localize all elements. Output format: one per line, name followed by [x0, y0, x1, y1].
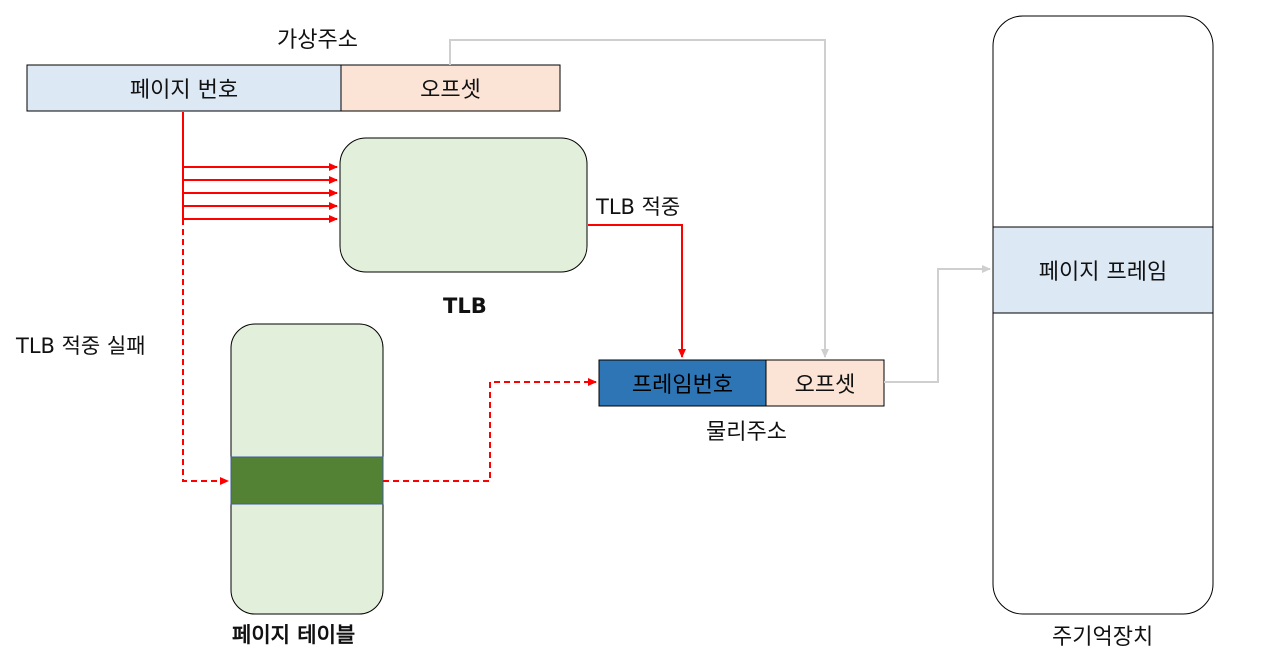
virtual-address-title: 가상주소	[277, 28, 358, 53]
page-frame-cell	[992, 226, 1214, 314]
frame-number-label: 프레임번호	[631, 373, 734, 398]
physical-to-frame-arrow	[884, 265, 991, 383]
physical-offset-cell	[765, 359, 885, 407]
page-number-to-tlb-arrows	[182, 112, 338, 223]
page-table-to-frame-arrow	[383, 378, 597, 482]
frame-number-cell	[598, 359, 767, 407]
physical-address-title: 물리주소	[706, 420, 787, 445]
tlb-hit-label: TLB 적중	[596, 195, 681, 219]
tlb-miss-arrow	[182, 219, 229, 485]
main-memory-label: 주기억장치	[1052, 625, 1154, 650]
virtual-offset-cell	[340, 64, 561, 112]
tlb-miss-label: TLB 적중 실패	[16, 334, 146, 358]
page-table-entry	[230, 456, 384, 505]
main-memory-box	[992, 15, 1214, 615]
tlb-label: TLB	[443, 294, 487, 318]
physical-offset-label: 오프셋	[794, 373, 856, 398]
offset-copy-arrow	[449, 39, 829, 358]
tlb-box	[339, 137, 588, 273]
page-number-cell	[26, 64, 342, 112]
tlb-hit-arrow	[588, 224, 686, 358]
page-table-label: 페이지 테이블	[232, 623, 356, 647]
page-frame-label: 페이지 프레임	[1038, 260, 1168, 285]
page-number-label: 페이지 번호	[129, 78, 239, 103]
virtual-offset-label: 오프셋	[420, 78, 481, 103]
